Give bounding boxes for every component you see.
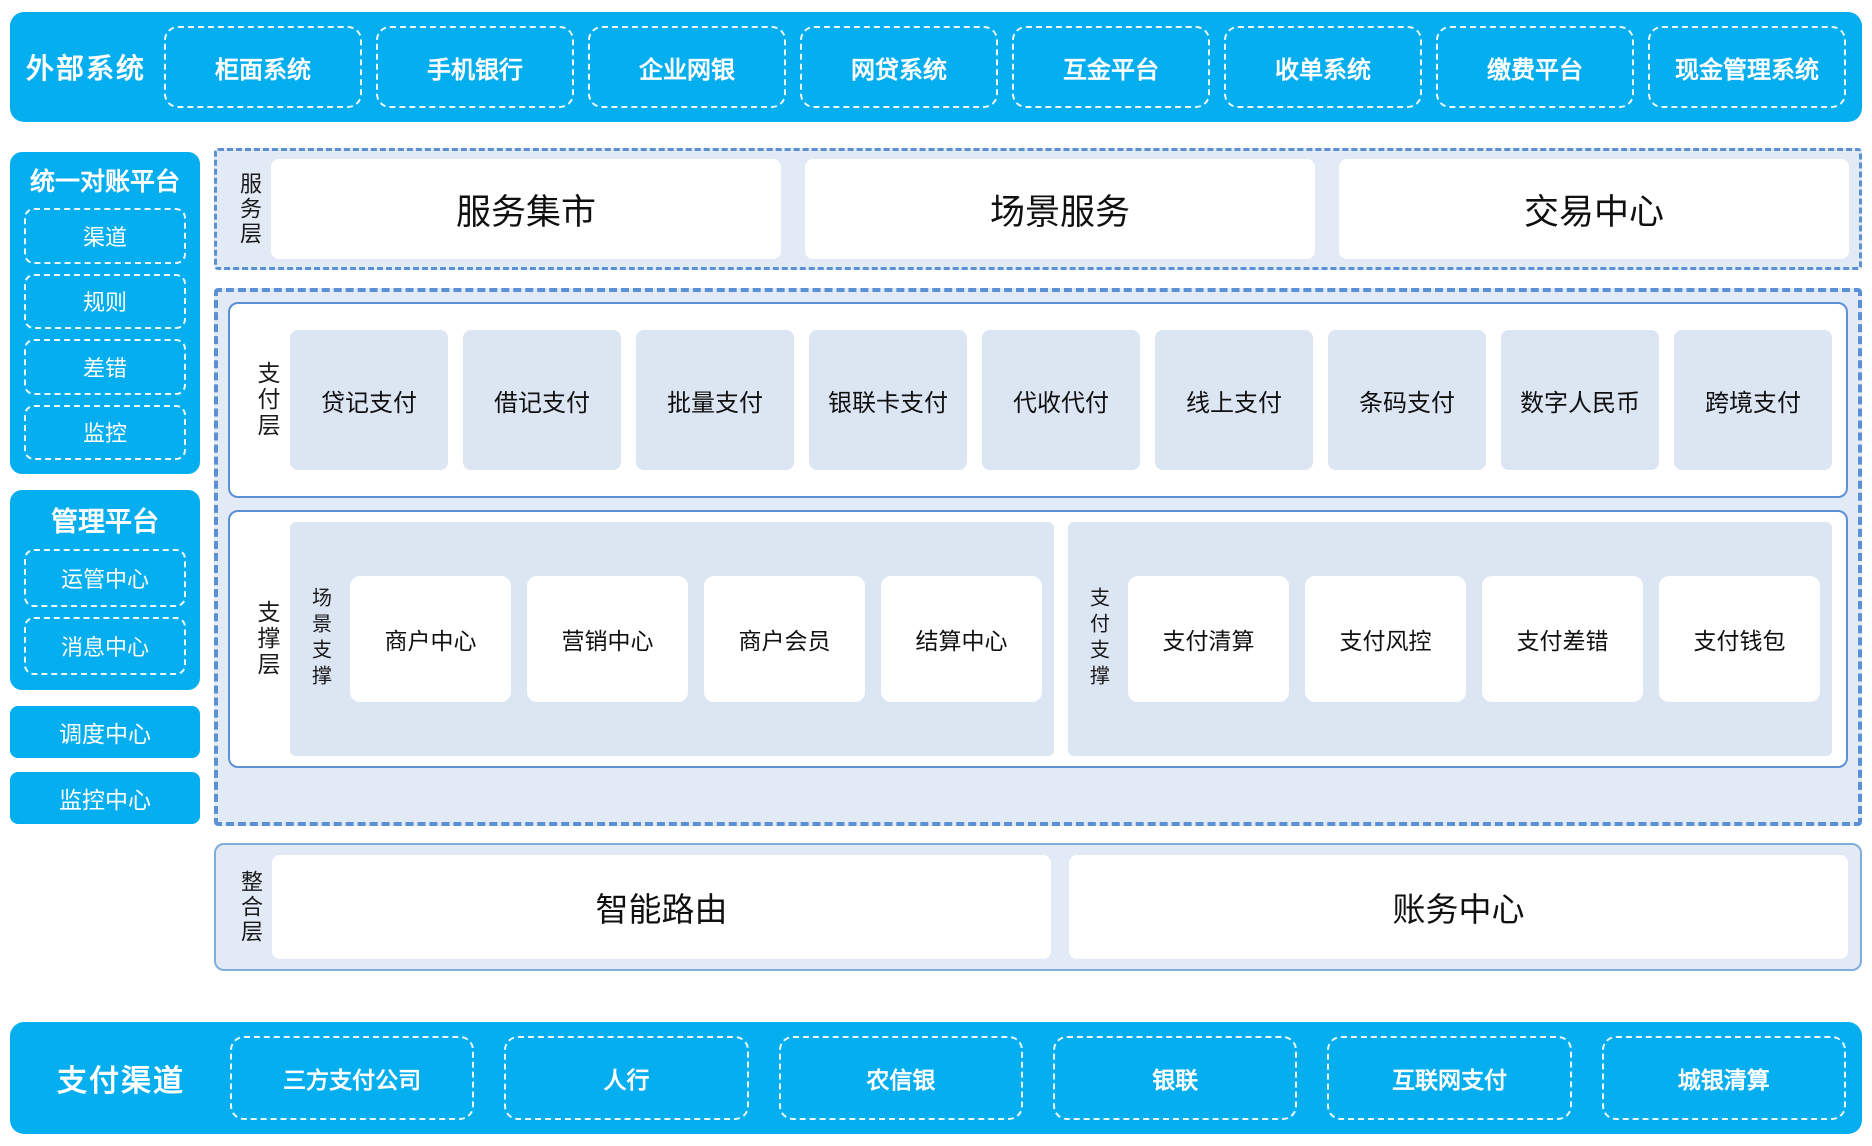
channel-tile-rcb[interactable]: 农信银 — [778, 1036, 1023, 1120]
payment-tile-online[interactable]: 线上支付 — [1155, 330, 1313, 470]
support-group-payment-label: 支付支撑 — [1086, 586, 1109, 691]
integration-layer-tiles: 智能路由 账务中心 — [272, 855, 1848, 959]
payment-tile-unionpay-card[interactable]: 银联卡支付 — [809, 330, 967, 470]
sidebar-item-monitor[interactable]: 监控 — [24, 404, 186, 460]
channel-tile-unionpay[interactable]: 银联 — [1052, 1036, 1298, 1120]
support-tile-settlement-center[interactable]: 结算中心 — [881, 576, 1042, 702]
external-system-tile[interactable]: 网贷系统 — [800, 26, 998, 108]
service-tile-transaction-center[interactable]: 交易中心 — [1339, 159, 1849, 259]
core-layers-container: 支付层 贷记支付 借记支付 批量支付 银联卡支付 代收代付 线上支付 条码支付 … — [214, 288, 1862, 826]
payment-tile-credit[interactable]: 贷记支付 — [290, 330, 448, 470]
integration-layer: 整合层 智能路由 账务中心 — [214, 843, 1862, 971]
payment-channels-title: 支付渠道 — [57, 1065, 185, 1098]
channel-tile-pboc[interactable]: 人行 — [504, 1036, 749, 1120]
payment-channels-bar: 支付渠道 三方支付公司 人行 农信银 银联 互联网支付 城银清算 — [10, 1022, 1862, 1134]
reconciliation-platform-card: 统一对账平台 渠道 规则 差错 监控 — [10, 152, 200, 474]
external-system-tile[interactable]: 手机银行 — [376, 26, 574, 108]
integration-tile-accounting-center[interactable]: 账务中心 — [1069, 855, 1848, 959]
sidebar-item-rule[interactable]: 规则 — [24, 273, 186, 329]
management-platform-title: 管理平台 — [51, 507, 159, 537]
payment-tile-digital-rmb[interactable]: 数字人民币 — [1501, 330, 1659, 470]
external-systems-bar: 外部系统 柜面系统 手机银行 企业网银 网贷系统 互金平台 收单系统 缴费平台 … — [10, 12, 1862, 122]
external-system-tile[interactable]: 企业网银 — [588, 26, 786, 108]
sidebar-item-operations-center[interactable]: 运管中心 — [24, 549, 186, 607]
support-layer-groups: 场景支撑 商户中心 营销中心 商户会员 结算中心 支付支撑 支付清算 支付风控 … — [290, 522, 1832, 756]
external-system-tile[interactable]: 互金平台 — [1012, 26, 1210, 108]
external-system-tile[interactable]: 缴费平台 — [1436, 26, 1634, 108]
support-layer-label: 支撑层 — [254, 600, 280, 678]
reconciliation-platform-title: 统一对账平台 — [29, 168, 180, 196]
payment-tile-debit[interactable]: 借记支付 — [463, 330, 621, 470]
support-group-payment: 支付支撑 支付清算 支付风控 支付差错 支付钱包 — [1068, 522, 1832, 756]
support-group-scenario-label: 场景支撑 — [308, 586, 331, 691]
support-group-scenario: 场景支撑 商户中心 营销中心 商户会员 结算中心 — [290, 522, 1054, 756]
external-system-tile[interactable]: 柜面系统 — [164, 26, 362, 108]
payment-layer: 支付层 贷记支付 借记支付 批量支付 银联卡支付 代收代付 线上支付 条码支付 … — [228, 302, 1848, 498]
support-tile-marketing-center[interactable]: 营销中心 — [527, 576, 688, 702]
support-tile-payment-error[interactable]: 支付差错 — [1482, 576, 1643, 702]
service-layer-tiles: 服务集市 场景服务 交易中心 — [271, 159, 1849, 259]
support-tile-merchant-center[interactable]: 商户中心 — [350, 576, 511, 702]
support-group-scenario-tiles: 商户中心 营销中心 商户会员 结算中心 — [350, 576, 1042, 702]
payment-tile-collection-payment[interactable]: 代收代付 — [982, 330, 1140, 470]
payment-layer-label: 支付层 — [254, 361, 280, 439]
support-group-payment-tiles: 支付清算 支付风控 支付差错 支付钱包 — [1128, 576, 1820, 702]
payment-tile-cross-border[interactable]: 跨境支付 — [1674, 330, 1832, 470]
external-system-tile[interactable]: 收单系统 — [1224, 26, 1422, 108]
management-platform-card: 管理平台 运管中心 消息中心 — [10, 490, 200, 690]
service-tile-scenario[interactable]: 场景服务 — [805, 159, 1315, 259]
service-layer-label: 服务层 — [237, 171, 262, 247]
integration-tile-smart-routing[interactable]: 智能路由 — [272, 855, 1051, 959]
sidebar-item-scheduling-center[interactable]: 调度中心 — [10, 706, 200, 758]
support-tile-payment-risk[interactable]: 支付风控 — [1305, 576, 1466, 702]
support-tile-payment-wallet[interactable]: 支付钱包 — [1659, 576, 1820, 702]
service-tile-marketplace[interactable]: 服务集市 — [271, 159, 781, 259]
payment-tile-batch[interactable]: 批量支付 — [636, 330, 794, 470]
payment-tile-barcode[interactable]: 条码支付 — [1328, 330, 1486, 470]
integration-layer-label: 整合层 — [238, 869, 263, 945]
external-systems-tiles: 柜面系统 手机银行 企业网银 网贷系统 互金平台 收单系统 缴费平台 现金管理系… — [164, 12, 1846, 122]
channel-tile-city-bank-clearing[interactable]: 城银清算 — [1601, 1036, 1846, 1120]
service-layer: 服务层 服务集市 场景服务 交易中心 — [214, 148, 1862, 270]
sidebar-item-channel[interactable]: 渠道 — [24, 208, 186, 264]
sidebar-item-error[interactable]: 差错 — [24, 339, 186, 395]
support-tile-payment-clearing[interactable]: 支付清算 — [1128, 576, 1289, 702]
payment-channels-tiles: 三方支付公司 人行 农信银 银联 互联网支付 城银清算 — [230, 1022, 1846, 1134]
channel-tile-internet-payment[interactable]: 互联网支付 — [1327, 1036, 1572, 1120]
channel-tile-third-party[interactable]: 三方支付公司 — [230, 1036, 475, 1120]
sidebar-item-message-center[interactable]: 消息中心 — [24, 617, 186, 675]
support-layer: 支撑层 场景支撑 商户中心 营销中心 商户会员 结算中心 支付支撑 支付清算 — [228, 510, 1848, 768]
external-system-tile[interactable]: 现金管理系统 — [1648, 26, 1846, 108]
sidebar-item-monitoring-center[interactable]: 监控中心 — [10, 772, 200, 824]
support-tile-merchant-member[interactable]: 商户会员 — [704, 576, 865, 702]
external-systems-title: 外部系统 — [26, 53, 147, 84]
payment-layer-tiles: 贷记支付 借记支付 批量支付 银联卡支付 代收代付 线上支付 条码支付 数字人民… — [290, 330, 1832, 470]
